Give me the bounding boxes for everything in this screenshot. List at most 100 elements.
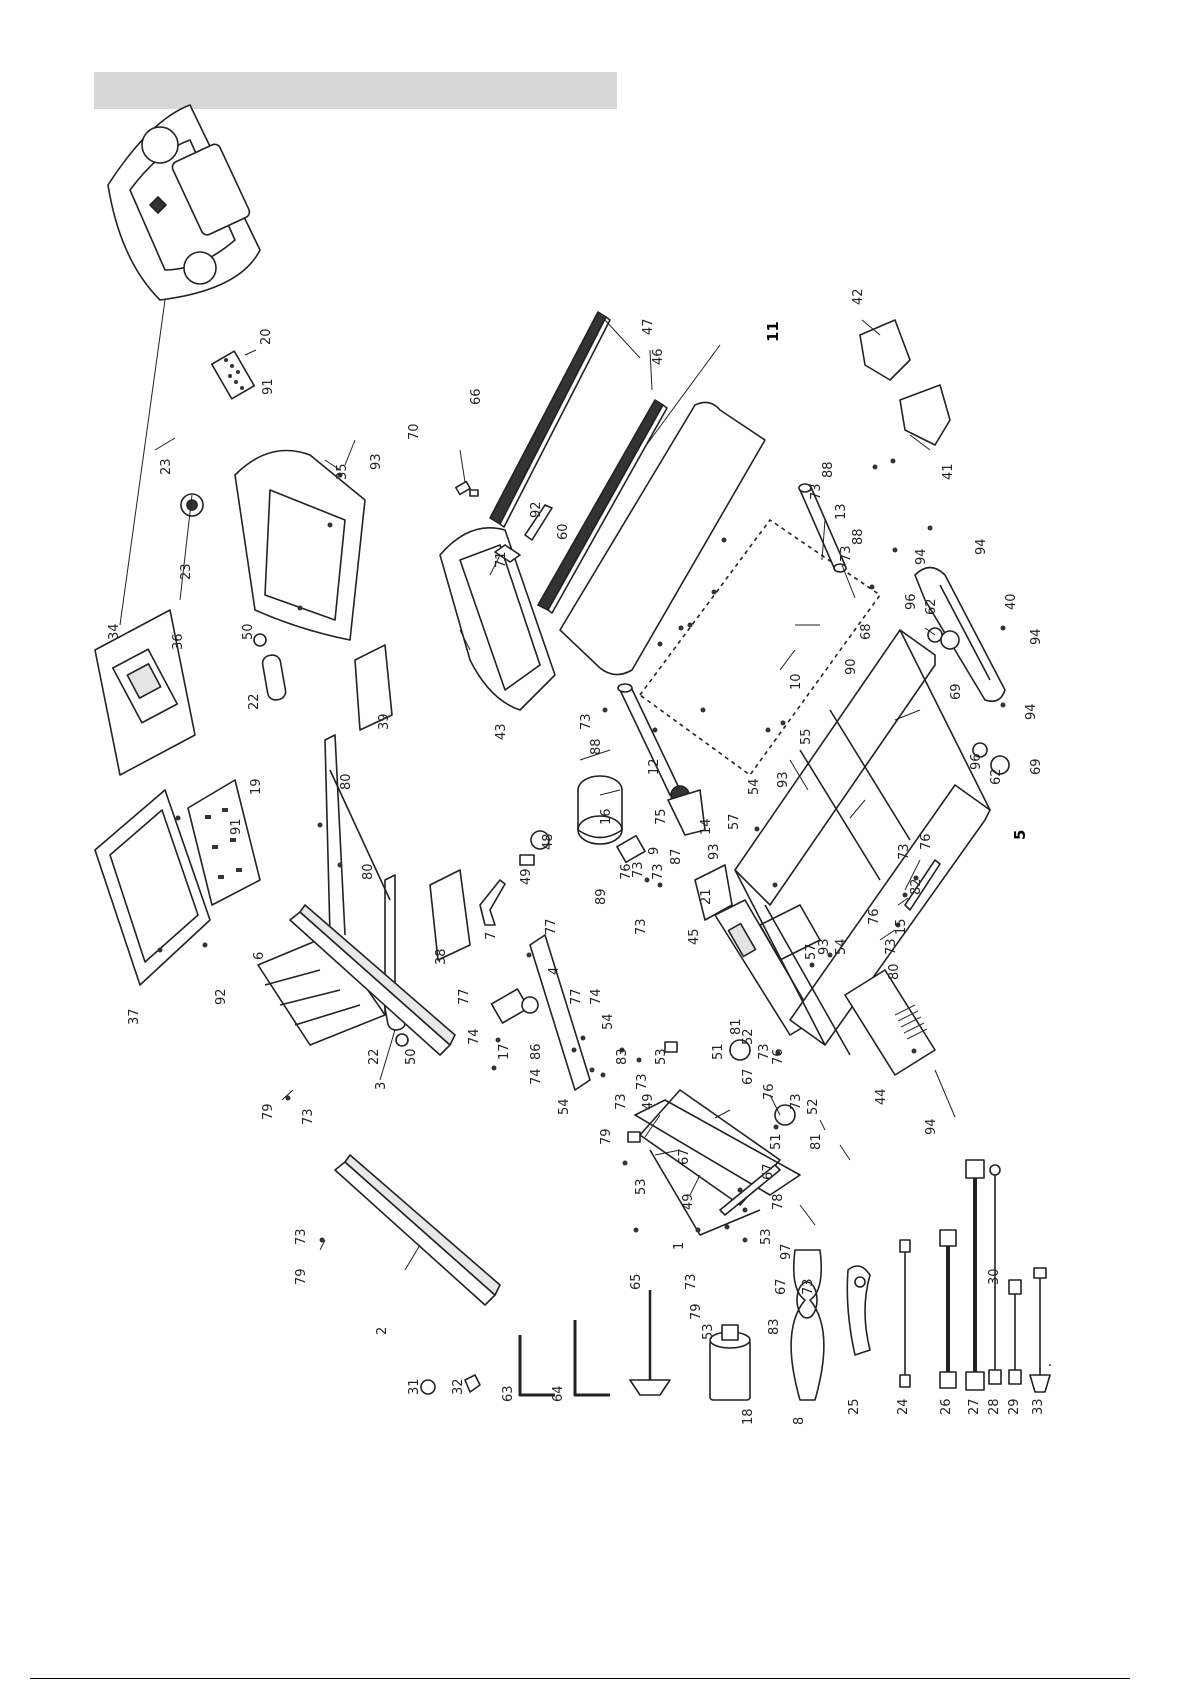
label-12: 12 [647, 758, 662, 775]
leader-lines [119, 299, 956, 1271]
hand-knob [464, 1374, 481, 1393]
label-49-mid: 49 [641, 1093, 656, 1110]
label-73-f: 73 [634, 918, 649, 935]
label-80-low: 80 [887, 963, 902, 980]
label-57-b: 57 [804, 943, 819, 960]
speed-knob [180, 493, 204, 517]
keypad-overlay [210, 350, 256, 400]
label-37: 37 [127, 1008, 142, 1025]
label-7: 7 [484, 932, 499, 940]
label-46: 46 [651, 348, 666, 365]
main-frame [734, 629, 991, 1056]
rear-end-cap [914, 566, 1006, 703]
label-82: 82 [909, 878, 924, 895]
label-68: 68 [859, 623, 874, 640]
drive-motor [577, 775, 623, 845]
rear-end-cap-right [859, 319, 911, 381]
plug-cable [1029, 1267, 1051, 1393]
label-19: 19 [249, 778, 264, 795]
label-90: 90 [844, 658, 859, 675]
label-28: 28 [987, 1398, 1002, 1415]
label-91-lower: 91 [229, 818, 244, 835]
label-67-c: 67 [761, 1163, 776, 1180]
front-pulley-cover [667, 789, 706, 836]
motor-wire [1008, 1279, 1022, 1385]
motor-mount-plate [616, 834, 646, 864]
label-79-d: 79 [294, 1268, 309, 1285]
label-92-lower: 92 [214, 988, 229, 1005]
label-30: 30 [987, 1268, 1002, 1285]
console-back-cover [234, 449, 366, 641]
section-title-bar [94, 72, 617, 109]
frame-end-cap-b [627, 1131, 641, 1143]
label-54-b: 54 [834, 938, 849, 955]
label-73-i: 73 [757, 1043, 772, 1060]
label-81-upper: 81 [729, 1018, 744, 1035]
label-33: 33 [1031, 1398, 1046, 1415]
label-74-b: 74 [467, 1028, 482, 1045]
label-22-upper: 22 [247, 693, 262, 710]
label-40: 40 [1004, 593, 1019, 610]
label-88-low: 88 [589, 738, 604, 755]
label-34: 34 [107, 623, 122, 640]
label-73-p: 73 [294, 1228, 309, 1245]
label-73-l: 73 [789, 1093, 804, 1110]
right-upright-cover [354, 644, 393, 731]
label-69-upper: 69 [949, 683, 964, 700]
display-panel [94, 609, 196, 776]
label-94-b: 94 [974, 538, 989, 555]
label-96-upper: 96 [904, 593, 919, 610]
lower-console-plate [94, 789, 211, 986]
label-38: 38 [434, 948, 449, 965]
label-26: 26 [939, 1398, 954, 1415]
grip-end-cap-lower [395, 1033, 409, 1047]
label-23-lower: 23 [179, 563, 194, 580]
label-93-low: 93 [707, 843, 722, 860]
label-81-lower: 81 [809, 1133, 824, 1150]
label-60: 60 [556, 523, 571, 540]
lubricant-bottle [709, 1324, 751, 1401]
label-62-lower: 62 [989, 768, 1004, 785]
label-52-lower: 52 [806, 1098, 821, 1115]
leveling-foot-upper [927, 627, 960, 650]
label-76-a: 76 [619, 863, 634, 880]
label-22-lower: 22 [367, 1048, 382, 1065]
console-mast-frame [257, 734, 396, 1046]
label-54-d: 54 [557, 1098, 572, 1115]
label-78: 78 [771, 1193, 786, 1210]
label-43: 43 [494, 723, 509, 740]
label-73-e: 73 [651, 863, 666, 880]
label-67-b: 67 [677, 1148, 692, 1165]
motor-cover-plate [844, 969, 936, 1076]
label-73-m: 73 [801, 1278, 816, 1295]
audio-cable [899, 1239, 911, 1388]
label-70: 70 [407, 423, 422, 440]
callout-labels: 34 23 23 20 91 35 93 36 50 22 19 91 80 3… [107, 288, 1046, 1425]
label-32: 32 [451, 1378, 466, 1395]
label-53-c: 53 [759, 1228, 774, 1245]
label-76-e: 76 [762, 1083, 777, 1100]
label-73-n: 73 [684, 1273, 699, 1290]
label-48: 48 [541, 833, 556, 850]
label-64: 64 [551, 1385, 566, 1402]
label-86: 86 [529, 1043, 544, 1060]
left-upright-cover [429, 869, 471, 961]
label-73-h: 73 [884, 938, 899, 955]
fastener-dots [157, 458, 1051, 1366]
label-94-d: 94 [1024, 703, 1039, 720]
label-49-upper: 49 [519, 868, 534, 885]
roller-pin [469, 489, 479, 497]
label-73-d: 73 [631, 861, 646, 878]
label-73-j: 73 [635, 1073, 650, 1090]
label-14: 14 [699, 818, 714, 835]
motor-mount-frame [529, 934, 591, 1091]
side-rail-right [489, 311, 611, 528]
belt-tension-tool [790, 1249, 825, 1401]
label-75: 75 [654, 808, 669, 825]
label-53-d: 53 [701, 1323, 716, 1340]
label-77-a: 77 [544, 918, 559, 935]
label-88-mid: 88 [851, 528, 866, 545]
label-5: 5 [1011, 830, 1029, 840]
label-2: 2 [375, 1327, 390, 1335]
